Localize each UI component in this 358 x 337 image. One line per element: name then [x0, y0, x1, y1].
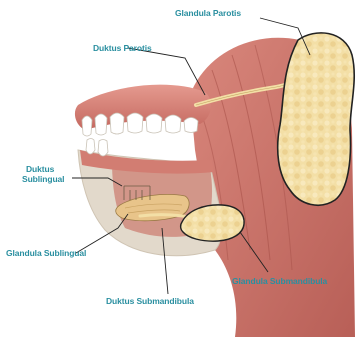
- label-glandula-submandibula: Glandula Submandibula: [232, 276, 327, 286]
- label-duktus-sublingual-line1: Duktus: [26, 164, 54, 174]
- label-duktus-submandibula: Duktus Submandibula: [106, 296, 194, 306]
- label-glandula-parotis: Glandula Parotis: [175, 8, 241, 18]
- label-glandula-sublingual: Glandula Sublingual: [6, 248, 86, 258]
- label-duktus-parotis: Duktus Parotis: [93, 43, 152, 53]
- label-duktus-sublingual-line2: Sublingual: [22, 174, 64, 184]
